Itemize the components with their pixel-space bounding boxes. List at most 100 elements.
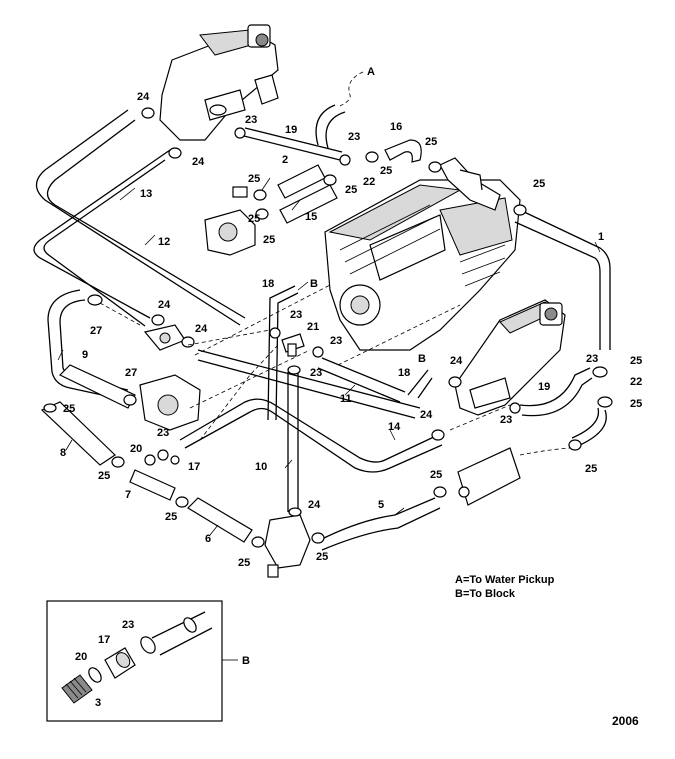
hose-10 bbox=[287, 372, 299, 512]
thermostat-housing bbox=[439, 157, 501, 211]
hose-6 bbox=[187, 497, 253, 543]
callout-6: 6 bbox=[205, 533, 211, 545]
fitting-7 bbox=[129, 469, 176, 501]
callout-b: B bbox=[310, 278, 318, 290]
hose-19-top bbox=[239, 104, 346, 161]
callout-5: 5 bbox=[378, 499, 384, 511]
hose-12-13 bbox=[33, 109, 246, 327]
callout-23: 23 bbox=[348, 131, 360, 143]
callout-8: 8 bbox=[60, 447, 66, 459]
callout-7: 7 bbox=[125, 489, 131, 501]
inset-fitting-3 bbox=[61, 674, 93, 704]
hose-14 bbox=[179, 398, 443, 473]
callout-25: 25 bbox=[430, 469, 442, 481]
callout-19: 19 bbox=[285, 124, 297, 136]
callout-22: 22 bbox=[363, 176, 375, 188]
callout-27: 27 bbox=[90, 325, 102, 337]
callout-25: 25 bbox=[630, 398, 642, 410]
callout-a: A bbox=[367, 66, 375, 78]
thermostat-lower bbox=[264, 514, 311, 578]
callout-23: 23 bbox=[310, 367, 322, 379]
callout-15: 15 bbox=[305, 211, 317, 223]
water-pump-upper bbox=[204, 186, 256, 256]
callout-23: 23 bbox=[290, 309, 302, 321]
inset-hose bbox=[151, 611, 213, 656]
legend: A=To Water Pickup B=To Block bbox=[455, 574, 555, 600]
callout-25: 25 bbox=[165, 511, 177, 523]
callout-17: 17 bbox=[188, 461, 200, 473]
routing-dashed-lines bbox=[99, 71, 571, 456]
callout-13: 13 bbox=[140, 188, 152, 200]
callout-3: 3 bbox=[95, 697, 101, 709]
drawing-code: 2006 bbox=[612, 714, 639, 728]
hose-27-lower bbox=[58, 364, 136, 409]
callout-23: 23 bbox=[586, 353, 598, 365]
left-exhaust-manifold bbox=[159, 24, 279, 141]
hose-1 bbox=[514, 209, 611, 350]
fitting-24-left bbox=[143, 324, 186, 351]
callout-25: 25 bbox=[316, 551, 328, 563]
callout-14: 14 bbox=[388, 421, 401, 433]
inset-o-ring-20 bbox=[88, 667, 102, 683]
water-pump-lower bbox=[139, 374, 201, 431]
legend-line-b: B=To Block bbox=[455, 588, 516, 600]
callout-23: 23 bbox=[330, 335, 342, 347]
hose-19-right bbox=[519, 367, 593, 417]
inset-clamp-23 bbox=[140, 636, 156, 654]
tee-fitting-21 bbox=[281, 333, 305, 357]
callout-25: 25 bbox=[63, 403, 75, 415]
callout-20: 20 bbox=[130, 443, 142, 455]
leader-lines bbox=[57, 177, 601, 536]
callout-25: 25 bbox=[380, 165, 392, 177]
callout-23: 23 bbox=[157, 427, 169, 439]
callout-10: 10 bbox=[255, 461, 267, 473]
callout-24: 24 bbox=[137, 91, 150, 103]
callout-24: 24 bbox=[195, 323, 208, 335]
hose-5 bbox=[319, 497, 441, 551]
callout-19: 19 bbox=[538, 381, 550, 393]
callout-27: 27 bbox=[125, 367, 137, 379]
callout-12: 12 bbox=[158, 236, 170, 248]
callout-23: 23 bbox=[122, 619, 134, 631]
hose-11 bbox=[197, 349, 421, 419]
callout-24: 24 bbox=[192, 156, 205, 168]
callout-25: 25 bbox=[630, 355, 642, 367]
inset-detail-box bbox=[46, 600, 238, 722]
callout-18: 18 bbox=[262, 278, 274, 290]
hose-18-right bbox=[407, 369, 433, 399]
callout-1: 1 bbox=[598, 231, 604, 243]
callout-23: 23 bbox=[245, 114, 257, 126]
callout-25: 25 bbox=[238, 557, 250, 569]
callout-b: B bbox=[418, 353, 426, 365]
hose-15 bbox=[279, 184, 338, 224]
callout-25: 25 bbox=[248, 213, 260, 225]
right-exhaust-manifold bbox=[454, 299, 566, 416]
fittings-17-20 bbox=[144, 449, 180, 466]
hose-right-lower bbox=[571, 407, 607, 446]
hose-16 bbox=[384, 139, 422, 163]
callout-21: 21 bbox=[307, 321, 319, 333]
callout-16: 16 bbox=[390, 121, 402, 133]
callout-24: 24 bbox=[308, 499, 321, 511]
inset-fitting-17 bbox=[104, 647, 136, 679]
engine-block bbox=[324, 179, 521, 351]
callout-25: 25 bbox=[248, 173, 260, 185]
callout-25: 25 bbox=[585, 463, 597, 475]
hose-clamps bbox=[43, 107, 613, 548]
callout-25: 25 bbox=[425, 136, 437, 148]
callout-20: 20 bbox=[75, 651, 87, 663]
callout-24: 24 bbox=[158, 299, 171, 311]
callout-2: 2 bbox=[282, 154, 288, 166]
callout-17: 17 bbox=[98, 634, 110, 646]
callout-18: 18 bbox=[398, 367, 410, 379]
callout-23: 23 bbox=[500, 414, 512, 426]
callout-b: B bbox=[242, 655, 250, 667]
callout-25: 25 bbox=[98, 470, 110, 482]
callout-9: 9 bbox=[82, 349, 88, 361]
callout-25: 25 bbox=[533, 178, 545, 190]
heat-exchanger-end bbox=[457, 447, 521, 506]
callout-11: 11 bbox=[340, 393, 352, 405]
callout-24: 24 bbox=[420, 409, 433, 421]
legend-line-a: A=To Water Pickup bbox=[455, 574, 555, 586]
callout-22: 22 bbox=[630, 376, 642, 388]
